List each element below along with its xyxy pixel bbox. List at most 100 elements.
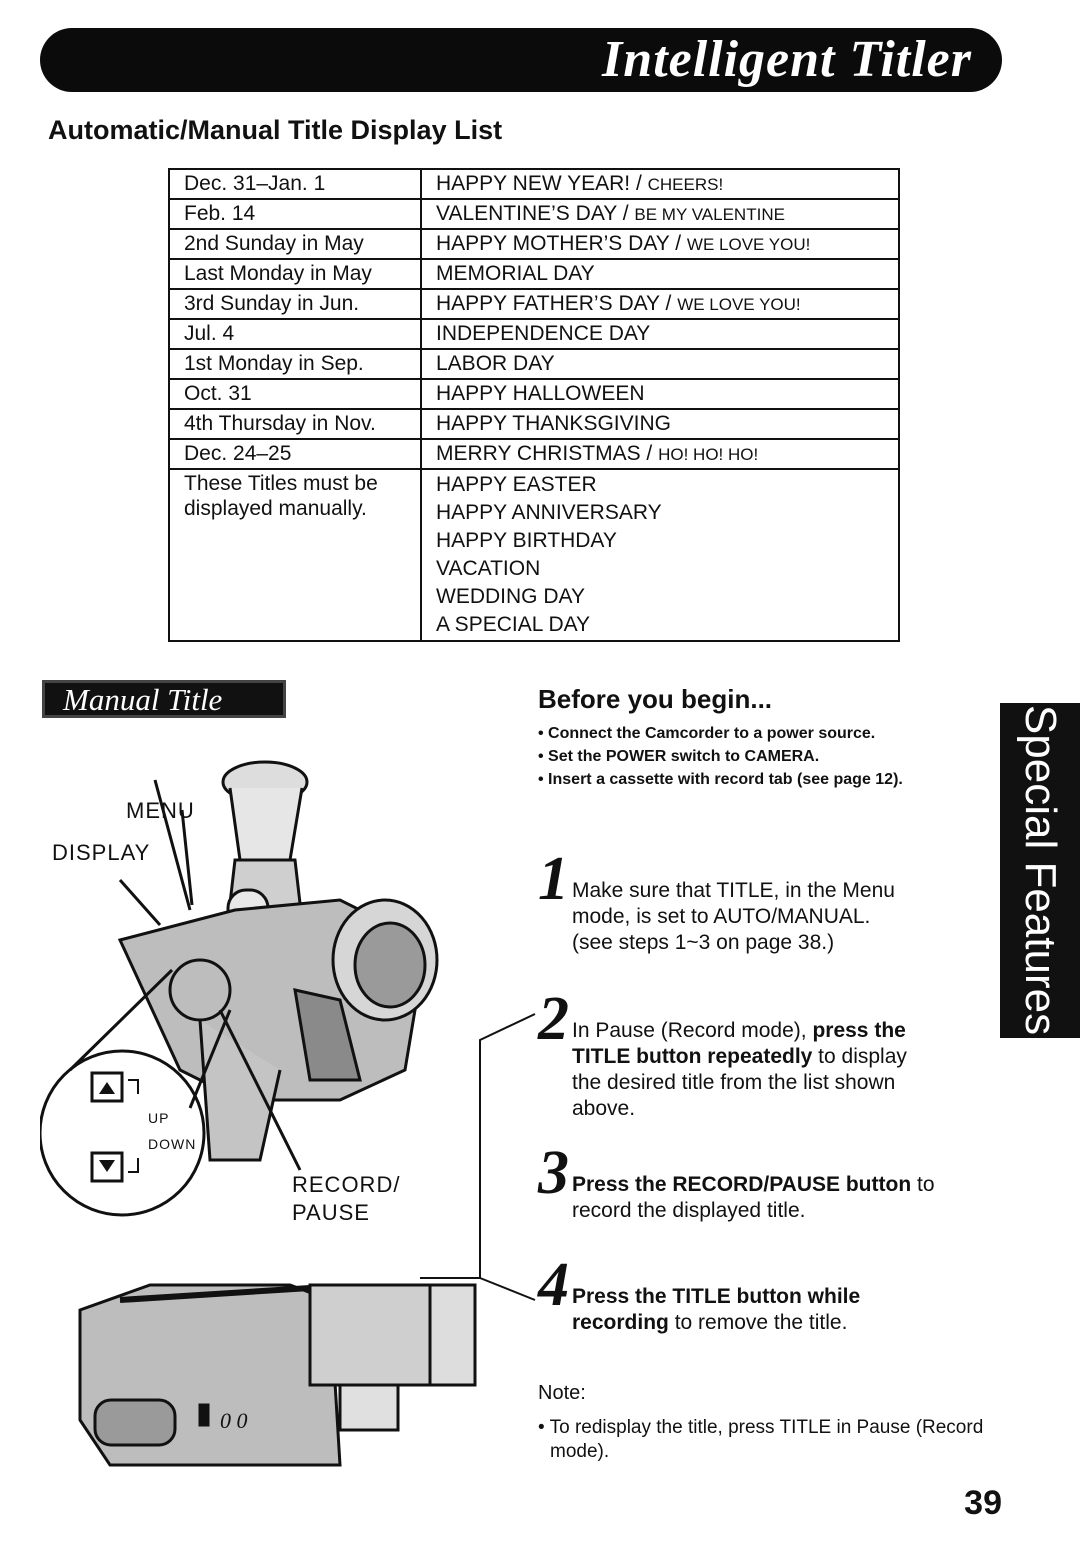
title-main: INDEPENDENCE DAY — [436, 322, 651, 345]
svg-text:0 0: 0 0 — [220, 1408, 248, 1433]
title-main: HAPPY THANKSGIVING — [436, 412, 671, 435]
title-sub: WE LOVE YOU! — [686, 235, 811, 254]
date-cell: 3rd Sunday in Jun. — [168, 288, 422, 320]
title-cell: LABOR DAY — [420, 348, 900, 380]
title-cell: MERRY CHRISTMAS / HO! HO! HO! — [420, 438, 900, 470]
preparation-list: • Connect the Camcorder to a power sourc… — [538, 722, 978, 791]
table-row: 1st Monday in Sep. LABOR DAY — [168, 348, 900, 380]
step-text: record the displayed title. — [572, 1199, 806, 1222]
table-row: 3rd Sunday in Jun.HAPPY FATHER’S DAY / W… — [168, 288, 900, 320]
section-heading: Automatic/Manual Title Display List — [48, 115, 503, 145]
list-item: • Connect the Camcorder to a power sourc… — [538, 725, 876, 742]
step-emphasis: recording — [572, 1311, 669, 1334]
manual-note-cell: These Titles must be displayed manually. — [168, 468, 422, 642]
note-text: • To redisplay the title, press TITLE in… — [538, 1417, 984, 1462]
manual-title-label: Manual Title — [42, 680, 286, 718]
manual-titles-row: These Titles must be displayed manually.… — [168, 468, 900, 642]
title-sub: WE LOVE YOU! — [677, 295, 801, 314]
record-pause-label-line2: PAUSE — [292, 1200, 370, 1225]
list-item: • Set the POWER switch to CAMERA. — [538, 748, 820, 765]
title-cell: HAPPY NEW YEAR! / CHEERS! — [420, 168, 900, 200]
before-you-begin-heading: Before you begin... — [538, 684, 773, 714]
step-text: Make sure that TITLE, in the Menu — [572, 879, 895, 902]
step-number: 1 — [538, 845, 569, 913]
step-text: to display — [812, 1045, 907, 1068]
record-pause-label-line1: RECORD/ — [292, 1172, 401, 1197]
step-3: 3 Press the RECORD/PAUSE button to recor… — [538, 1142, 935, 1224]
date-cell: Feb. 14 — [168, 198, 422, 230]
title-cell: HAPPY MOTHER’S DAY / WE LOVE YOU! — [420, 228, 900, 260]
manual-title: WEDDING DAY — [436, 585, 585, 608]
manual-titles-cell: HAPPY EASTER HAPPY ANNIVERSARY HAPPY BIR… — [420, 468, 900, 642]
title-cell: HAPPY FATHER’S DAY / WE LOVE YOU! — [420, 288, 900, 320]
date-cell: Last Monday in May — [168, 258, 422, 290]
display-button-label: DISPLAY — [52, 840, 151, 865]
page-number: 39 — [964, 1484, 1002, 1522]
step-number: 3 — [538, 1139, 569, 1207]
date-cell: Oct. 31 — [168, 378, 422, 410]
step-number: 4 — [538, 1251, 569, 1319]
table-row: Oct. 31 HAPPY HALLOWEEN — [168, 378, 900, 410]
title-cell: INDEPENDENCE DAY — [420, 318, 900, 350]
side-tab-label: Special Features — [1016, 704, 1065, 1036]
step-text: In Pause (Record mode), — [572, 1019, 813, 1042]
step-text: to — [911, 1173, 935, 1196]
section-side-tab: Special Features — [1000, 703, 1080, 1038]
title-cell: VALENTINE’S DAY / BE MY VALENTINE — [420, 198, 900, 230]
title-main: HAPPY NEW YEAR! / — [436, 172, 648, 195]
title-main: HAPPY MOTHER’S DAY / — [436, 232, 687, 255]
title-main: MEMORIAL DAY — [436, 262, 595, 285]
title-main: HAPPY FATHER’S DAY / — [436, 292, 678, 315]
manual-title: HAPPY ANNIVERSARY — [436, 501, 662, 524]
manual-note-line: These Titles must be — [184, 472, 378, 495]
menu-button-label: MENU — [126, 798, 195, 823]
camcorder-drawing: 0 0 — [40, 760, 477, 1467]
step-text: above. — [572, 1097, 636, 1120]
camcorder-illustration: 0 0 MENU DISPLAY UP DOWN RECORD/ PAUSE — [40, 740, 520, 1480]
date-cell: 2nd Sunday in May — [168, 228, 422, 260]
list-item: • Insert a cassette with record tab (see… — [538, 771, 903, 788]
step-text: mode, is set to AUTO/MANUAL. — [572, 905, 871, 928]
manual-title: VACATION — [436, 557, 541, 580]
step-text: to remove the title. — [668, 1311, 848, 1334]
title-cell: HAPPY THANKSGIVING — [420, 408, 900, 440]
step-emphasis: TITLE button repeatedly — [572, 1045, 813, 1068]
title-main: LABOR DAY — [436, 352, 555, 375]
title-main: MERRY CHRISTMAS / — [436, 442, 659, 465]
step-text: the desired title from the list shown — [572, 1071, 896, 1094]
title-sub: CHEERS! — [647, 175, 724, 194]
step-4: 4 Press the TITLE button while recording… — [538, 1254, 861, 1336]
step-emphasis: Press the TITLE button while — [572, 1285, 861, 1308]
step-text: (see steps 1~3 on page 38.) — [572, 931, 835, 954]
date-cell: Dec. 31–Jan. 1 — [168, 168, 422, 200]
table-row: Last Monday in May MEMORIAL DAY — [168, 258, 900, 290]
table-row: 4th Thursday in Nov. HAPPY THANKSGIVING — [168, 408, 900, 440]
manual-title: HAPPY EASTER — [436, 473, 597, 496]
title-main: HAPPY HALLOWEEN — [436, 382, 645, 405]
step-emphasis: Press the RECORD/PAUSE button — [572, 1173, 912, 1196]
title-cell: MEMORIAL DAY — [420, 258, 900, 290]
up-label: UP — [148, 1110, 170, 1126]
title-cell: HAPPY HALLOWEEN — [420, 378, 900, 410]
step-number: 2 — [538, 985, 569, 1053]
step-2: 2 In Pause (Record mode), press the TITL… — [538, 988, 907, 1122]
title-main: VALENTINE’S DAY / — [436, 202, 635, 225]
step-connector-line — [420, 1013, 536, 1301]
note-heading: Note: — [538, 1382, 586, 1404]
manual-title-label-text: Manual Title — [63, 682, 223, 717]
date-cell: 4th Thursday in Nov. — [168, 408, 422, 440]
date-cell: 1st Monday in Sep. — [168, 348, 422, 380]
title-sub: BE MY VALENTINE — [634, 205, 785, 224]
manual-title: HAPPY BIRTHDAY — [436, 529, 617, 552]
header-banner: Intelligent Titler — [40, 28, 1002, 92]
down-label: DOWN — [148, 1136, 197, 1152]
step-emphasis: press the — [812, 1019, 906, 1042]
table-row: Jul. 4 INDEPENDENCE DAY — [168, 318, 900, 350]
date-cell: Jul. 4 — [168, 318, 422, 350]
manual-note-line: displayed manually. — [184, 497, 367, 520]
title-sub: HO! HO! HO! — [658, 445, 759, 464]
